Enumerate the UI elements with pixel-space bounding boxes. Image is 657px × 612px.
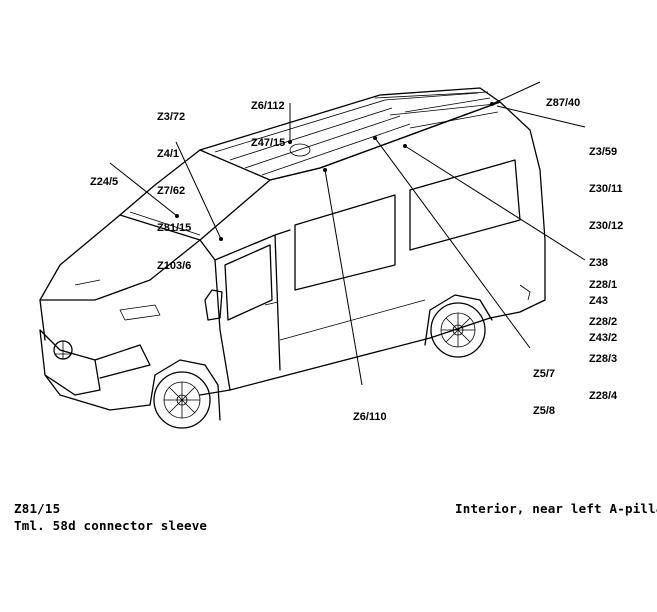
callout-z3-group: Z3/72 Z4/1 Z7/62 Z81/15 Z103/6 bbox=[157, 86, 191, 297]
component-location: Interior, near left A-pillar bbox=[455, 501, 657, 516]
callout-label: Z81/15 bbox=[157, 222, 192, 235]
leader-dots bbox=[175, 102, 494, 241]
callout-label: Z6/112 bbox=[251, 99, 285, 112]
callout-label: Z30/11 bbox=[589, 183, 623, 196]
callout-z24: Z24/5 bbox=[90, 151, 118, 213]
callout-label: Z38 bbox=[589, 257, 608, 270]
component-description: Tml. 58d connector sleeve bbox=[14, 518, 208, 533]
callout-label: Z24/5 bbox=[90, 175, 119, 188]
callout-label: Z28/4 bbox=[589, 390, 618, 403]
callout-z5-group: Z5/7 Z5/8 bbox=[533, 343, 555, 442]
callout-label: Z6/110 bbox=[353, 410, 387, 423]
callout-z28-group: Z28/1 Z28/2 Z28/3 Z28/4 bbox=[589, 254, 617, 428]
callout-label: Z3/72 bbox=[157, 110, 186, 123]
callout-label: Z43 bbox=[589, 294, 608, 307]
leader-lines bbox=[109, 81, 586, 386]
callout-label: Z43/2 bbox=[589, 331, 618, 344]
van-body bbox=[39, 87, 546, 429]
callout-label: Z28/1 bbox=[589, 278, 618, 291]
callout-label: Z87/40 bbox=[546, 96, 581, 109]
van-illustration bbox=[39, 81, 586, 429]
callout-z6-110: Z6/110 bbox=[353, 386, 387, 448]
callout-right-group: Z3/59 Z30/11 Z30/12 Z38 Z43 Z43/2 bbox=[589, 121, 623, 369]
callout-label: Z5/8 bbox=[533, 405, 556, 418]
callout-label: Z7/62 bbox=[157, 185, 186, 198]
callout-label: Z5/7 bbox=[533, 367, 556, 380]
callout-label: Z47/15 bbox=[251, 137, 286, 150]
callout-label: Z103/6 bbox=[157, 259, 192, 272]
component-code: Z81/15 bbox=[14, 501, 61, 516]
callout-label: Z3/59 bbox=[589, 145, 618, 158]
callout-label: Z28/3 bbox=[589, 353, 618, 366]
callout-label: Z28/2 bbox=[589, 316, 618, 329]
van-diagram: Z3/72 Z4/1 Z7/62 Z81/15 Z103/6 Z6/112 Z4… bbox=[39, 72, 623, 448]
callout-z6-group: Z6/112 Z47/15 bbox=[251, 75, 285, 174]
callout-z87: Z87/40 bbox=[546, 72, 580, 134]
callout-label: Z30/12 bbox=[589, 220, 624, 233]
callout-label: Z4/1 bbox=[157, 148, 180, 161]
